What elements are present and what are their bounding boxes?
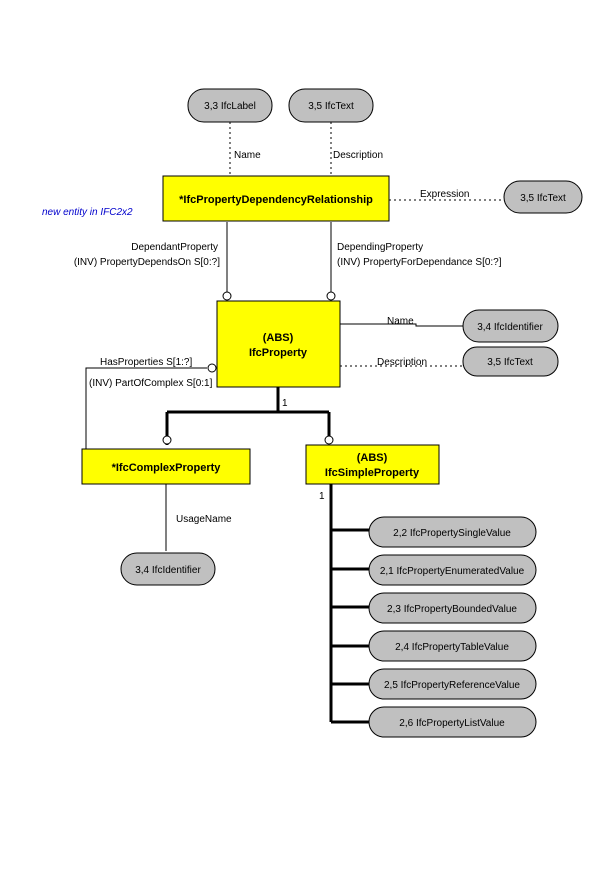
label-description-top: Description [333,150,383,161]
entity-property-dependency-relationship: *IfcPropertyDependencyRelationship [162,175,390,222]
label-dependant-property: DependantProperty [131,242,218,253]
svg-text:(ABS): (ABS) [357,452,388,464]
subtype-pill-table-value: 2,4 IfcPropertyTableValue [368,630,537,662]
svg-text:3,5 IfcText: 3,5 IfcText [308,101,354,112]
svg-text:3,3 IfcLabel: 3,3 IfcLabel [204,101,256,112]
svg-text:IfcProperty: IfcProperty [249,347,308,359]
label-cardinality-property: 1 [282,398,288,409]
svg-text:3,5 IfcText: 3,5 IfcText [487,357,533,368]
svg-text:2,4 IfcPropertyTableValue: 2,4 IfcPropertyTableValue [395,642,509,653]
label-part-of-complex: (INV) PartOfComplex S[0:1] [89,378,213,389]
svg-text:2,5 IfcPropertyReferenceValue: 2,5 IfcPropertyReferenceValue [384,680,520,691]
label-cardinality-simple: 1 [319,491,325,502]
svg-text:3,4 IfcIdentifier: 3,4 IfcIdentifier [135,565,201,576]
type-pill-identifier-usage: 3,4 IfcIdentifier [120,552,216,586]
svg-text:*IfcPropertyDependencyRelation: *IfcPropertyDependencyRelationship [179,194,373,206]
label-property-for-dependance: (INV) PropertyForDependance S[0:?] [337,257,502,268]
svg-text:2,1 IfcPropertyEnumeratedValu: 2,1 IfcPropertyEnumeratedValue [380,566,525,577]
end-circles [162,291,336,445]
end-circle-has-properties [207,363,217,373]
end-circle-simple [324,435,334,445]
type-pill-text-expression: 3,5 IfcText [503,180,583,214]
label-has-properties: HasProperties S[1:?] [100,357,192,368]
label-name-top: Name [234,150,261,161]
label-property-depends-on: (INV) PropertyDependsOn S[0:?] [74,257,220,268]
label-expression: Expression [420,189,469,200]
entity-ifc-complex-property: *IfcComplexProperty [81,448,251,485]
end-circle-complex [162,435,172,445]
type-pill-text-top: 3,5 IfcText [288,88,374,123]
subtype-pill-single-value: 2,2 IfcPropertySingleValue [368,516,537,548]
svg-text:3,4 IfcIdentifier: 3,4 IfcIdentifier [477,322,543,333]
label-depending-property: DependingProperty [337,242,423,253]
new-entity-note: new entity in IFC2x2 [42,207,133,218]
label-usage-name: UsageName [176,514,232,525]
svg-text:3,5 IfcText: 3,5 IfcText [520,193,566,204]
entity-ifc-simple-property: (ABS) IfcSimpleProperty [305,444,440,485]
svg-text:2,6 IfcPropertyListValue: 2,6 IfcPropertyListValue [399,718,505,729]
connector-lines [85,122,504,724]
subtype-pill-list-value: 2,6 IfcPropertyListValue [368,706,537,738]
type-pill-identifier-name: 3,4 IfcIdentifier [462,309,559,343]
label-description-right: Description [377,357,427,368]
label-name-right: Name [387,316,414,327]
subtype-pill-reference-value: 2,5 IfcPropertyReferenceValue [368,668,537,700]
entity-ifc-property: (ABS) IfcProperty [216,300,341,388]
svg-text:IfcSimpleProperty: IfcSimpleProperty [325,467,420,479]
end-circle-depending [326,291,336,301]
type-pill-label-top: 3,3 IfcLabel [187,88,273,123]
svg-text:*IfcComplexProperty: *IfcComplexProperty [112,462,222,474]
end-circle-dependant [222,291,232,301]
type-pill-text-description: 3,5 IfcText [462,346,559,377]
subtype-pill-bounded-value: 2,3 IfcPropertyBoundedValue [368,592,537,624]
subtype-pill-enumerated-value: 2,1 IfcPropertyEnumeratedValue [368,554,537,586]
svg-text:(ABS): (ABS) [263,332,294,344]
svg-text:2,3 IfcPropertyBoundedValue: 2,3 IfcPropertyBoundedValue [387,604,517,615]
svg-text:2,2 IfcPropertySingleValue: 2,2 IfcPropertySingleValue [393,528,511,539]
